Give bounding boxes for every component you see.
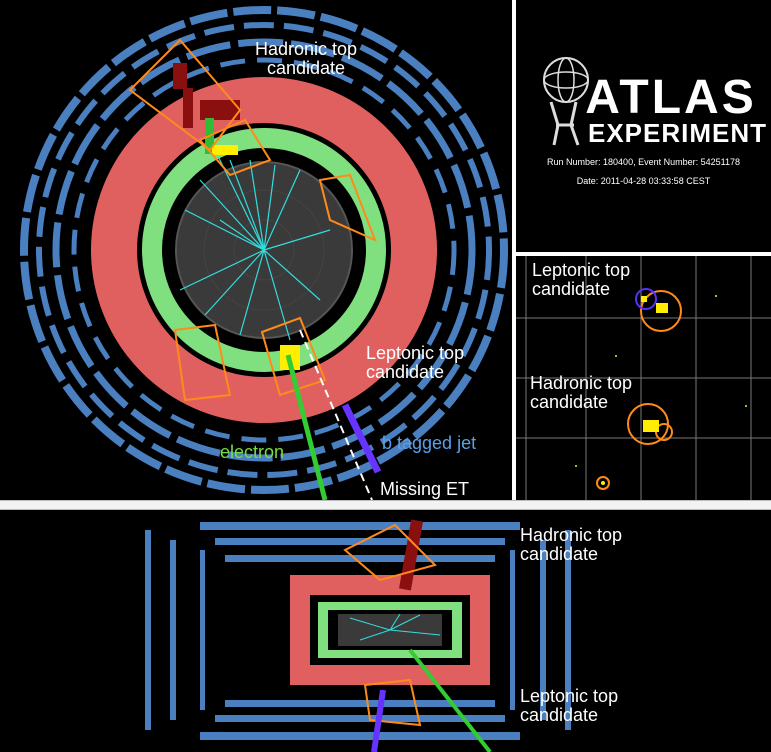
b-tagged-jet-label: b tagged jet [382,433,477,453]
lego-hadronic-top-label: Hadronic top candidate [530,373,633,412]
side-view-display: Hadronic top candidate Leptonic top cand… [0,510,771,752]
end-view-graphic [20,6,508,500]
hadronic-calorimeter [91,77,437,423]
run-info: Run Number: 180400, Event Number: 542511… [547,157,740,167]
b-tagged-jet-line [341,403,382,474]
missing-et-label: Missing ET [380,479,470,499]
hadronic-top-label: Hadronic top candidate [255,39,358,78]
em-calorimeter [142,128,386,372]
atlas-title: ATLAS [585,71,757,124]
muon-chambers [20,6,508,494]
atlas-figure-icon [543,57,589,146]
lego-plot-graphic [516,256,771,500]
missing-et-line [299,329,373,500]
tracks [179,149,331,341]
leptonic-top-label: Leptonic top candidate [366,343,465,382]
lego-leptonic-top-label: Leptonic top candidate [532,260,631,299]
electron-track [285,354,328,500]
experiment-subtitle: EXPERIMENT [588,118,768,148]
side-leptonic-top-label: Leptonic top candidate [520,686,619,725]
event-date: Date: 2011-04-28 03:33:58 CEST [576,176,711,186]
side-view-graphic [145,519,571,752]
side-hadronic-top-label: Hadronic top candidate [520,525,623,564]
atlas-logo-panel: ATLAS EXPERIMENT Run Number: 180400, Eve… [516,0,771,252]
lego-plot-panel: Leptonic top candidate Hadronic top cand… [516,256,771,500]
scale-ruler [0,500,771,510]
jet-cones [128,38,377,402]
electron-label: electron [220,442,285,462]
end-view-display: Hadronic top candidate Leptonic top cand… [0,0,512,500]
